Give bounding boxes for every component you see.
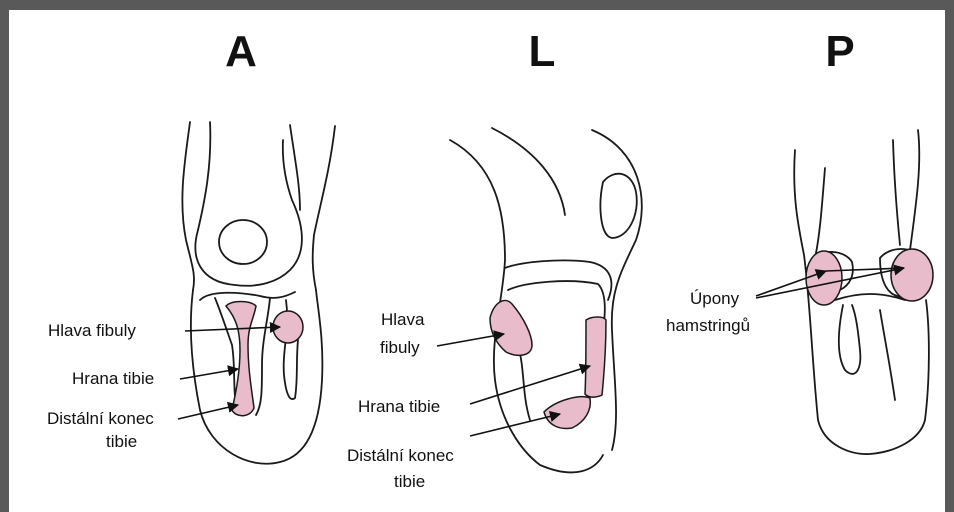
label-hlava-fibuly: Hlava fibuly xyxy=(48,321,136,340)
label-upony-line2: hamstringů xyxy=(666,316,750,335)
panel-p: P Úpony hamstringů xyxy=(666,27,933,454)
label-l-distalni-line2: tibie xyxy=(394,472,425,491)
panel-l: L Hlava fibuly Hrana tibie Distální kone xyxy=(347,27,642,491)
label-distalni-konec-line2: tibie xyxy=(106,432,137,451)
label-l-hlava-line2: fibuly xyxy=(380,338,420,357)
label-l-hrana-tibie: Hrana tibie xyxy=(358,397,440,416)
panel-l-letter: L xyxy=(529,27,556,76)
panel-l-labels: Hlava fibuly Hrana tibie Distální konec … xyxy=(347,310,590,491)
panel-a-letter: A xyxy=(225,27,257,76)
label-l-hlava-line1: Hlava xyxy=(381,310,425,329)
label-distalni-konec-line1: Distální konec xyxy=(47,409,154,428)
label-hrana-tibie: Hrana tibie xyxy=(72,369,154,388)
label-upony-line1: Úpony xyxy=(690,289,740,308)
panel-a: A Hlava fibuly Hrana tib xyxy=(47,27,335,464)
panel-l-knee-outline xyxy=(450,128,642,472)
panel-p-letter: P xyxy=(825,27,854,76)
panel-p-labels: Úpony hamstringů xyxy=(666,268,904,335)
panel-p-knee-outline xyxy=(794,130,933,454)
label-l-distalni-line1: Distální konec xyxy=(347,446,454,465)
